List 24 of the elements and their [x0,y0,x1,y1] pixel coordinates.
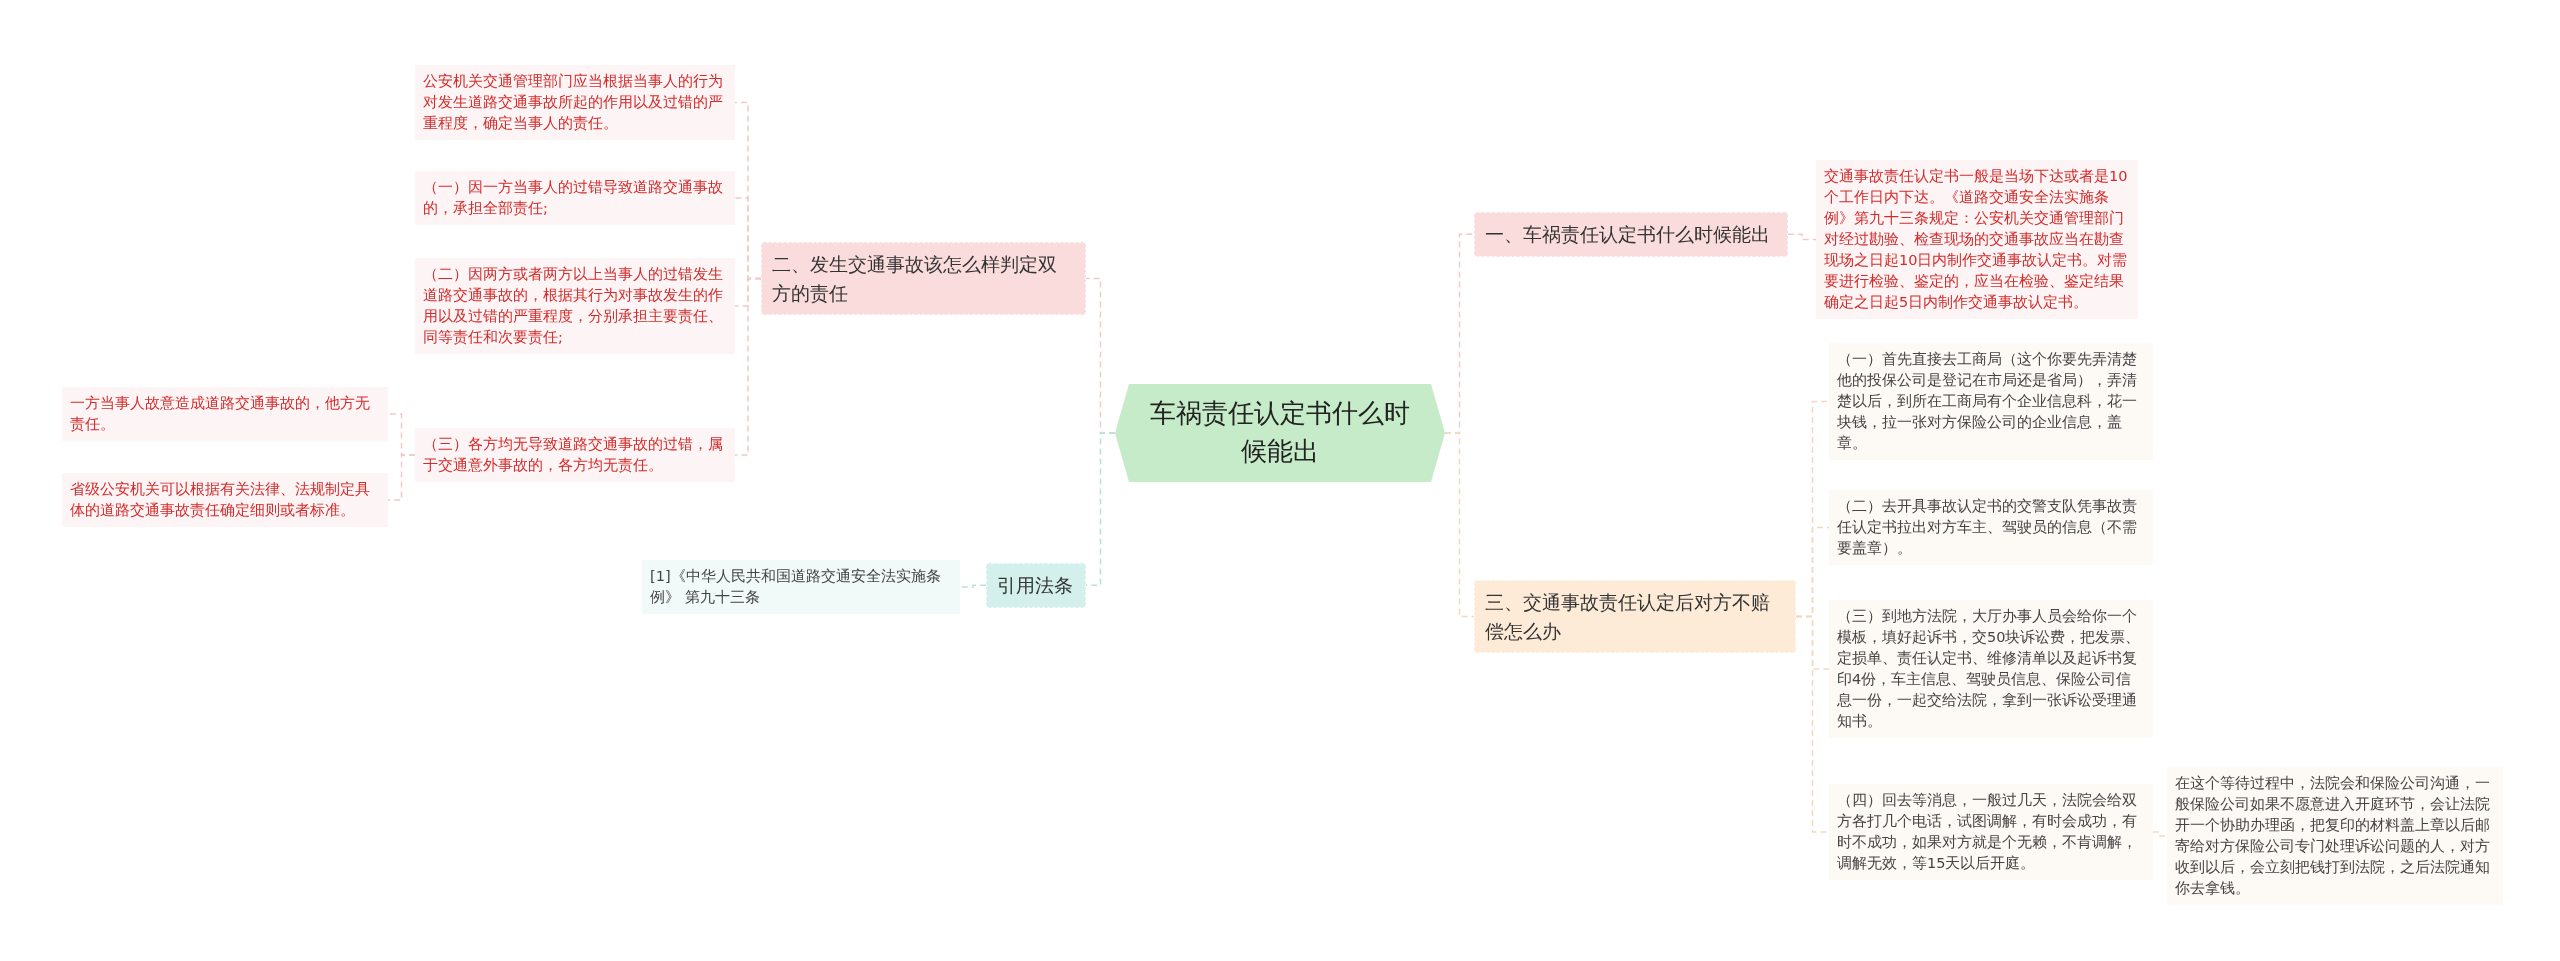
note-box: （二）去开具事故认定书的交警支队凭事故责任认定书拉出对方车主、驾驶员的信息（不需要盖章）。 [1829,490,2153,566]
note-box: （四）回去等消息，一般过几天，法院会给双方各打几个电话，试图调解，有时会成功，有时不成功，如果对方就是个无赖，不肯调解，调解无效，等15天以后开庭。 [1829,784,2153,881]
topic-box: 二、发生交通事故该怎么样判定双方的责任 [761,242,1086,315]
connector-line [959,584,987,588]
note-box: 交通事故责任认定书一般是当场下达或者是10个工作日内下达。《道路交通安全法实施条例》第九十三条规定：公安机关交通管理部门对经过勘验、检查现场的交通事故应当在勘查现场之日起10日内制作交通事故认定书。对需要进行检验、鉴定的，应当在检验、鉴定结果确定之日起5日内制作交通事故认定书。 [1816,160,2138,320]
connector-line [734,277,762,456]
topic-box: 一、车祸责任认定书什么时候能出 [1474,212,1788,257]
topic-box: 三、交通事故责任认定后对方不赔偿怎么办 [1474,580,1796,653]
connector-line [1085,432,1116,586]
note-box: 省级公安机关可以根据有关法律、法规制定具体的道路交通事故责任确定细则或者标准。 [62,473,388,528]
connector-line [2152,831,2168,837]
topic-box: 引用法条 [986,563,1086,608]
note-box: （二）因两方或者两方以上当事人的过错发生道路交通事故的，根据其行为对事故发生的作用以及过错的严重程度，分别承担主要责任、同等责任和次要责任; [415,258,735,355]
connector-line [1787,233,1817,241]
central-topic-hexagon: 车祸责任认定书什么时候能出 [1115,384,1445,482]
note-box: 一方当事人故意造成道路交通事故的，他方无责任。 [62,387,388,442]
note-box: （一）首先直接去工商局（这个你要先弄清楚他的投保公司是登记在市局还是省局），弄清楚以后，到所在工商局有个企业信息科，花一块钱，拉一张对方保险公司的企业信息，盖章。 [1829,343,2153,461]
note-box: [1]《中华人民共和国道路交通安全法实施条例》 第九十三条 [642,560,960,615]
note-box: （三）到地方法院，大厅办事人员会给你一个模板，填好起诉书，交50块诉讼费，把发票、定损单、责任认定书、维修清单以及起诉书复印4份，车主信息、驾驶员信息、保险公司信息一份，一起交给法院，拿到一张诉讼受理通知书。 [1829,600,2153,739]
note-box: （三）各方均无导致道路交通事故的过错，属于交通意外事故的，各方均无责任。 [415,428,735,483]
note-box: 公安机关交通管理部门应当根据当事人的行为对发生道路交通事故所起的作用以及过错的严重程度，确定当事人的责任。 [415,65,735,141]
note-box: （一）因一方当事人的过错导致道路交通事故的，承担全部责任; [415,171,735,226]
note-box: 在这个等待过程中，法院会和保险公司沟通，一般保险公司如果不愿意进入开庭环节，会让法院开一个协助办理函，把复印的材料盖上章以后邮寄给对方保险公司专门处理诉讼问题的人，对方收到以后，会立刻把钱打到法院，之后法院通知你去拿钱。 [2167,767,2503,906]
connector-line [1444,432,1475,618]
